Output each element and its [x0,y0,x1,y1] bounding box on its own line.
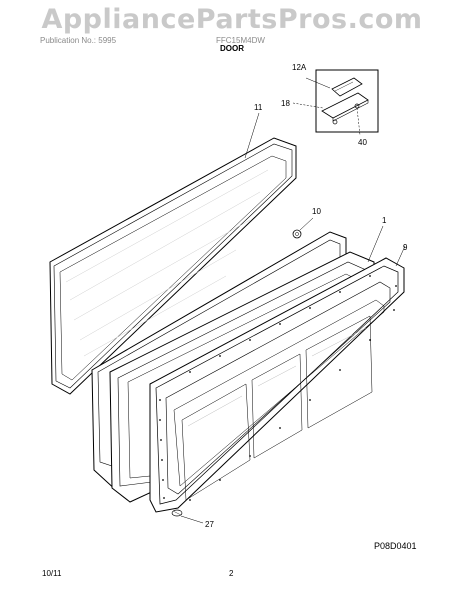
model-number: FFC15M4DW [216,36,265,45]
callout-9: 9 [403,243,408,252]
footer-page-number: 2 [229,569,234,578]
part-27-screw [171,509,183,517]
part-10-button [292,229,302,239]
publication-number: Publication No.: 5995 [40,36,117,45]
section-title: DOOR [220,44,244,53]
watermark: AppliancePartsPros.com [41,4,423,35]
callout-1: 1 [382,216,387,225]
hinge-inset-box [315,69,379,136]
callout-40: 40 [358,138,367,147]
part-9-inner-door [149,257,405,513]
diagram-code: P08D0401 [374,541,417,551]
footer-date: 10/11 [42,569,62,578]
callout-11: 11 [254,103,263,112]
callout-10: 10 [312,207,321,216]
part-11-outer-gasket [49,137,297,395]
callout-12a: 12A [292,63,307,72]
callout-18: 18 [281,99,290,108]
callout-27: 27 [205,520,214,529]
